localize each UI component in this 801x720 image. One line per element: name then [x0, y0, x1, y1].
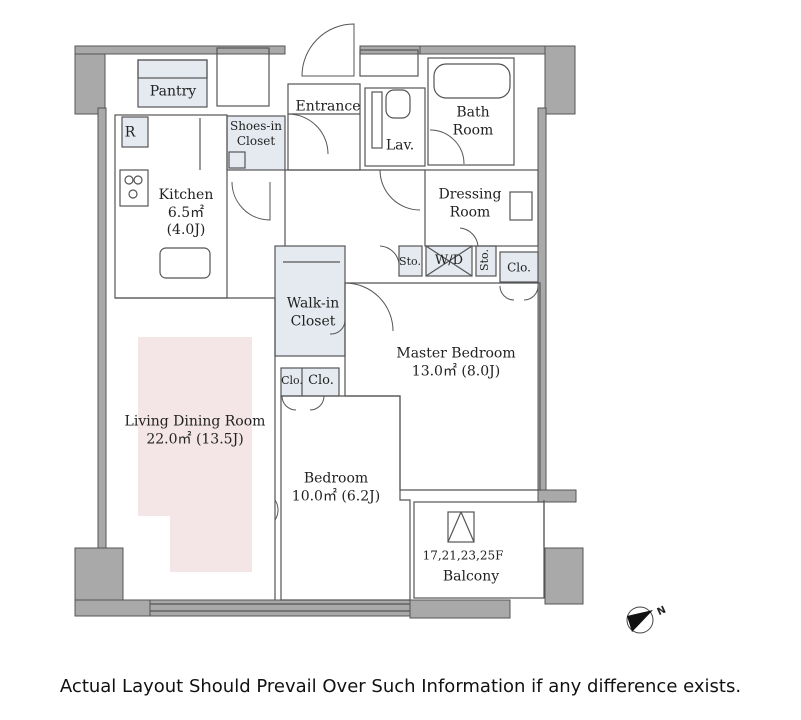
- bedroom-closet-label: Clo.: [308, 372, 334, 388]
- storage-label-right: Sto.: [478, 249, 492, 271]
- door-swings: [231, 23, 539, 521]
- storage-label-left: Sto.: [399, 255, 421, 269]
- floor-plan: [74, 23, 654, 634]
- living-room-highlight: [138, 337, 252, 572]
- refrigerator-label: R: [124, 124, 136, 141]
- interior-walls: [114, 47, 545, 612]
- entrance-label: Entrance: [295, 98, 361, 115]
- small-closet-label: Clo.: [281, 374, 303, 388]
- lav-label: Lav.: [385, 137, 415, 154]
- balcony-floors-label: 17,21,23,25F: [422, 548, 504, 563]
- compass-icon: [626, 606, 654, 634]
- washer-dryer-label: W/D: [434, 252, 464, 268]
- pantry-label: Pantry: [149, 83, 197, 100]
- balcony-label: Balcony: [442, 568, 500, 585]
- disclaimer-text: Actual Layout Should Prevail Over Such I…: [59, 676, 742, 697]
- master-closet-label: Clo.: [507, 260, 531, 275]
